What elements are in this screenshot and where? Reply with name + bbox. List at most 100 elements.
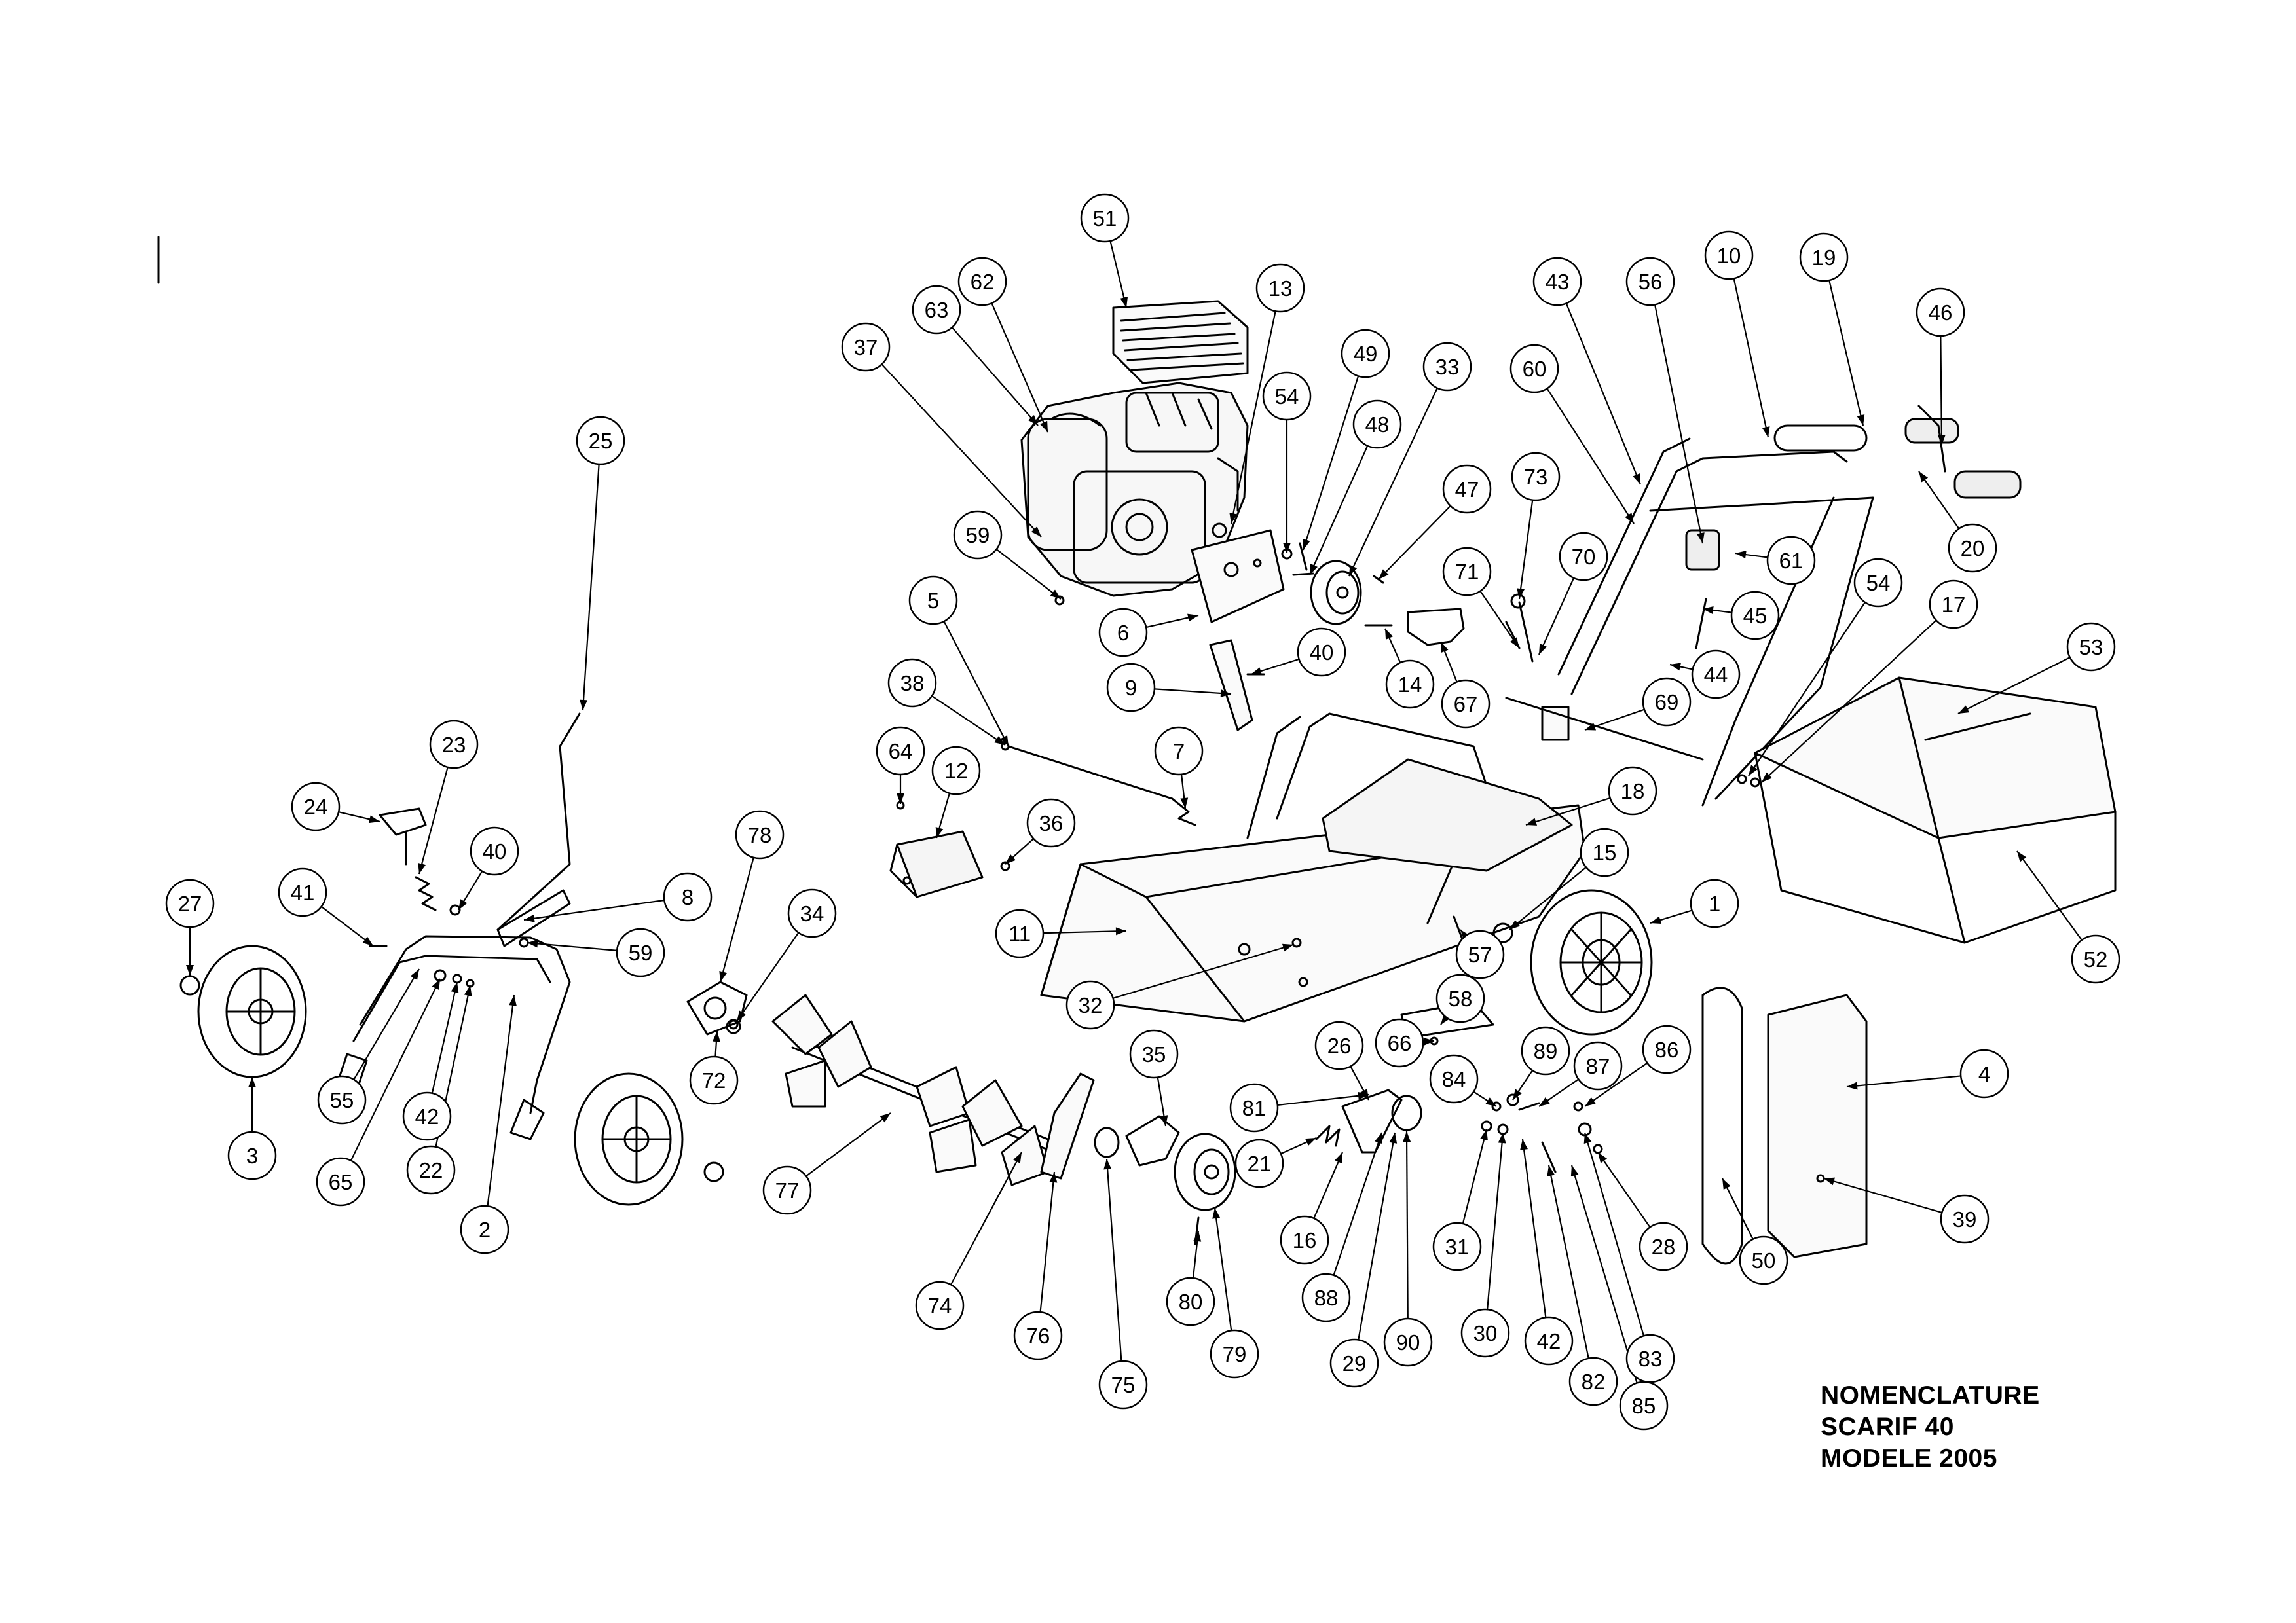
callout-circle <box>2071 934 2120 984</box>
hw-30 <box>1497 1123 1509 1135</box>
leader-arrowhead <box>1282 943 1293 952</box>
callout-number: 19 <box>1812 246 1836 270</box>
leader-arrowhead <box>1539 1097 1550 1106</box>
callout-number: 40 <box>1310 640 1334 665</box>
leader-arrowhead <box>527 939 538 948</box>
leader-arrowhead <box>1585 1097 1596 1106</box>
callout-circle <box>316 1157 365 1207</box>
callout-circle <box>1098 1360 1148 1410</box>
leader-arrowhead <box>1696 532 1705 543</box>
callout-circle <box>1255 263 1305 313</box>
leader-arrowhead <box>1385 629 1394 640</box>
leader-arrowhead <box>1958 705 1969 714</box>
plate-76-drawing <box>1040 1072 1095 1180</box>
callout-number: 84 <box>1442 1067 1466 1091</box>
callout-circle <box>841 322 891 372</box>
callout-90: 90 <box>1383 1317 1433 1367</box>
callout-number: 48 <box>1365 412 1390 437</box>
callout-number: 1 <box>1709 892 1720 916</box>
leader-line-15 <box>1509 866 1587 930</box>
bracket-9-drawing <box>1209 639 1253 731</box>
callout-17: 17 <box>1929 579 1978 629</box>
hw-89 <box>1506 1093 1519 1106</box>
leader-arrowhead <box>1762 772 1772 782</box>
callout-8: 8 <box>663 872 713 922</box>
leader-line-60 <box>1546 388 1635 524</box>
leader-arrowhead <box>1310 563 1318 575</box>
callout-circle <box>165 879 215 928</box>
leader-arrowhead <box>1283 543 1291 553</box>
title-block: NOMENCLATURE SCARIF 40 MODELE 2005 <box>1821 1380 2040 1474</box>
rotor-drawing <box>771 994 1056 1186</box>
callout-circle <box>1352 399 1402 449</box>
callout-41: 41 <box>278 867 327 917</box>
callout-number: 79 <box>1223 1342 1247 1366</box>
leader-line-88 <box>1333 1132 1383 1276</box>
leader-arrowhead <box>1585 723 1597 731</box>
leader-line-78 <box>719 857 754 983</box>
callout-number: 75 <box>1111 1373 1136 1397</box>
leader-arrowhead <box>2017 851 2027 862</box>
callout-circle <box>1642 1025 1692 1074</box>
callout-circle <box>1853 558 1903 608</box>
leader-arrowhead <box>362 936 373 946</box>
callout-circle <box>470 826 519 876</box>
callout-circle <box>1442 464 1492 514</box>
callout-circle <box>1704 230 1754 280</box>
leader-arrowhead <box>1103 1159 1112 1170</box>
hw-36 <box>1000 861 1010 871</box>
callout-circle <box>762 1165 812 1215</box>
callout-15: 15 <box>1580 828 1629 877</box>
callout-number: 44 <box>1704 663 1728 687</box>
leader-arrowhead <box>1539 643 1547 655</box>
callout-32: 32 <box>1065 980 1115 1030</box>
leader-line-2 <box>487 994 515 1207</box>
callout-circle <box>1916 287 1965 337</box>
leader-arrowhead <box>712 1031 720 1042</box>
callout-circle <box>1441 679 1491 729</box>
callout-12: 12 <box>931 746 981 795</box>
callout-63: 63 <box>912 285 961 335</box>
callout-72: 72 <box>689 1055 739 1105</box>
leader-arrowhead <box>1050 589 1061 599</box>
callout-88: 88 <box>1301 1273 1351 1322</box>
callout-number: 8 <box>682 885 694 909</box>
callout-69: 69 <box>1642 677 1692 727</box>
callout-40: 40 <box>1297 627 1346 677</box>
callout-73: 73 <box>1511 452 1561 501</box>
leader-arrowhead <box>1005 854 1016 864</box>
callout-number: 30 <box>1473 1321 1498 1345</box>
callout-31: 31 <box>1432 1222 1482 1271</box>
callout-circle <box>1065 980 1115 1030</box>
leader-line-73 <box>1518 500 1534 600</box>
callout-number: 12 <box>944 759 969 783</box>
callout-2: 2 <box>460 1205 509 1254</box>
leader-line-77 <box>805 1112 891 1177</box>
leader-arrowhead <box>880 1113 891 1123</box>
callout-number: 6 <box>1117 621 1129 645</box>
callout-24: 24 <box>291 782 341 831</box>
leader-arrowhead <box>1762 426 1770 437</box>
leader-line-55 <box>353 968 420 1080</box>
leader-arrowhead <box>1598 1152 1608 1163</box>
leader-line-63 <box>951 327 1039 426</box>
hw-17 <box>1750 777 1760 788</box>
leader-line-51 <box>1109 240 1128 308</box>
bracket-67-drawing <box>1407 608 1465 646</box>
callout-number: 5 <box>927 589 939 613</box>
callout-number: 72 <box>702 1068 726 1093</box>
leader-line-4 <box>1846 1075 1961 1088</box>
callout-number: 59 <box>966 523 990 547</box>
leader-arrowhead <box>1212 1208 1221 1219</box>
leader-arrowhead <box>1031 526 1041 537</box>
leader-line-65 <box>350 978 441 1161</box>
callout-47: 47 <box>1442 464 1492 514</box>
leader-line-56 <box>1654 304 1704 544</box>
hw-87 <box>1518 1102 1540 1111</box>
callout-number: 27 <box>178 892 202 916</box>
wheel-1-drawing <box>1530 889 1653 1036</box>
bearing-35-drawing <box>1125 1115 1180 1167</box>
callout-70: 70 <box>1559 532 1608 581</box>
callout-circle <box>1521 1026 1570 1076</box>
callout-number: 50 <box>1752 1249 1776 1273</box>
